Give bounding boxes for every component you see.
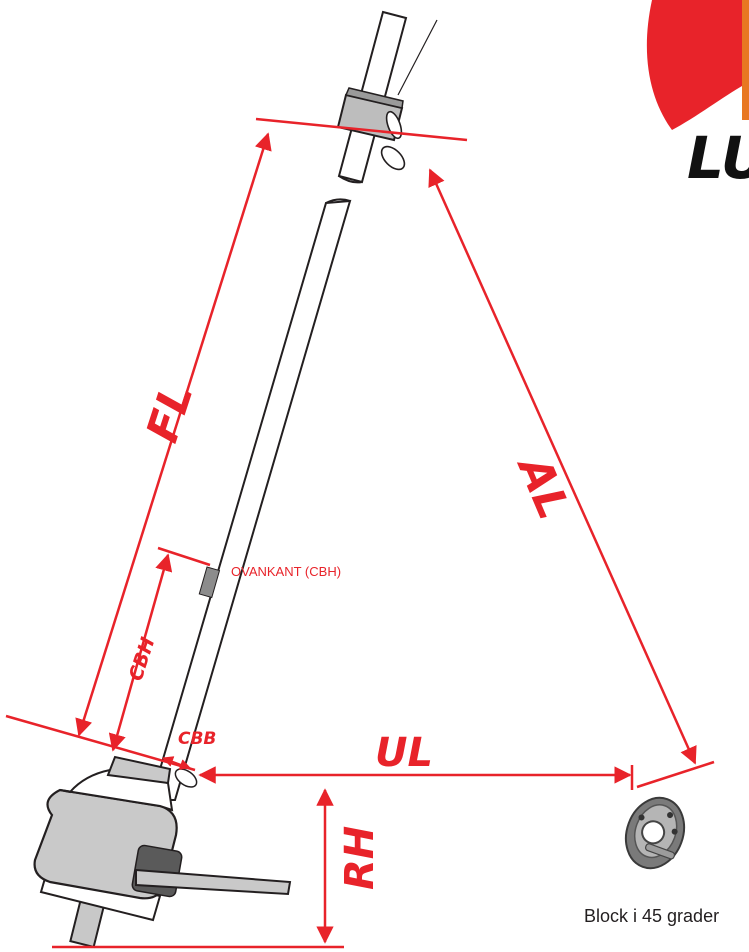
base-reference-line (5, 714, 196, 772)
cbh-dimension-arrow (108, 553, 173, 752)
ovankant-label: OVANKANT (CBH) (231, 564, 341, 579)
halyard-line (397, 19, 438, 96)
base-fitting (33, 755, 292, 949)
brand-text: LUI (687, 124, 749, 192)
brand-logo-icon (646, 0, 749, 130)
cbb-label: CBB (178, 729, 216, 749)
rh-label: RH (337, 826, 383, 890)
cbh-reference-line (157, 546, 211, 567)
fl-label: FL (137, 377, 203, 448)
cbb-dimension-arrow (161, 756, 192, 770)
block-pulley-icon (624, 796, 686, 870)
ul-label: UL (375, 730, 433, 776)
cbh-label: CBH (125, 634, 160, 683)
al-reference-line (636, 760, 715, 789)
mast-lower (149, 199, 352, 801)
al-label: AL (507, 447, 579, 527)
dimension-lines (5, 117, 715, 949)
block-caption: Block i 45 grader (584, 906, 719, 926)
top-fitting-icon (380, 110, 406, 171)
al-dimension-arrow (428, 168, 697, 765)
top-reference-line (255, 117, 468, 142)
mast-break-upper (338, 175, 363, 184)
